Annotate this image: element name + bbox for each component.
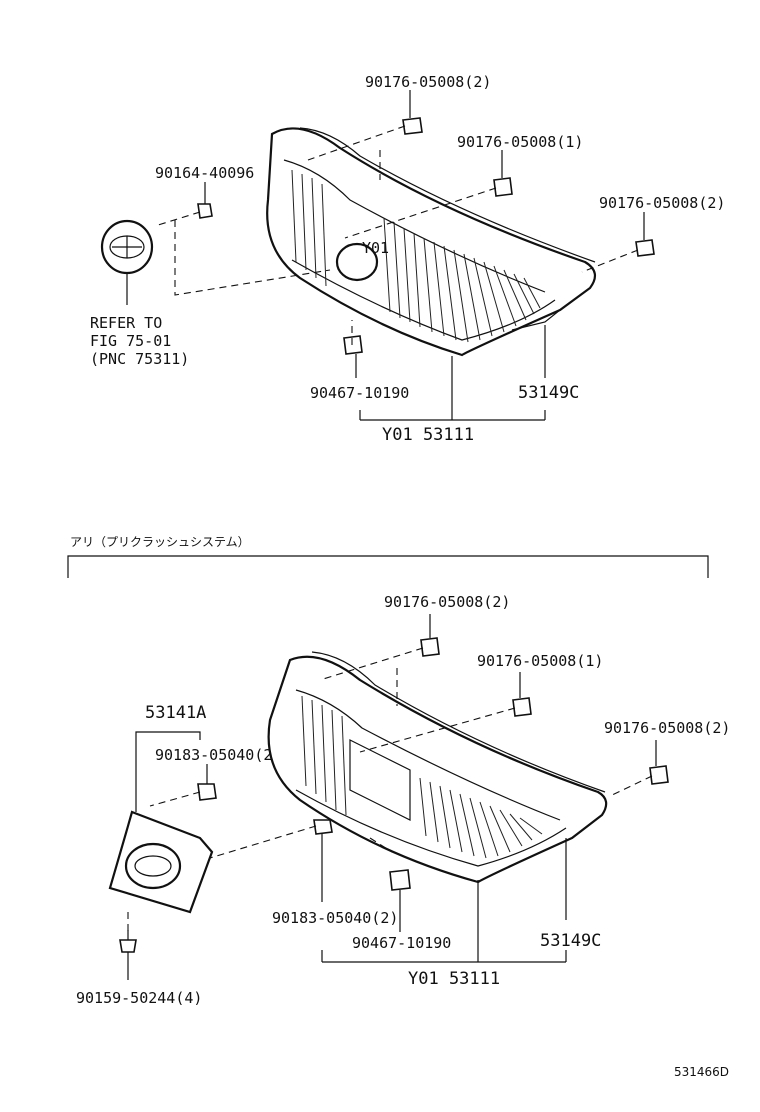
upper-molding-label: 53149C	[518, 383, 579, 403]
clip-icon	[493, 177, 513, 197]
emblem-icon	[100, 219, 154, 275]
upper-screw-label: 90164-40096	[155, 164, 254, 182]
upper-bottom-clip-label: 90467-10190	[310, 384, 409, 402]
grille-slats	[291, 169, 541, 343]
section-header: アリ（プリクラッシュシステム）	[67, 535, 709, 578]
nut-icon	[313, 819, 333, 835]
clip-icon	[649, 765, 669, 785]
clip-icon	[402, 117, 423, 135]
upper-clip-top-label: 90176-05008(2)	[365, 73, 491, 91]
refer-line-1: REFER TO	[90, 314, 162, 332]
upper-clip-right-label: 90176-05008(2)	[599, 194, 725, 212]
lower-bottom-clip-label: 90467-10190	[352, 934, 451, 952]
emblem-code-label: Y01	[362, 239, 389, 257]
screw-icon	[197, 203, 213, 219]
screw-icon	[119, 930, 137, 958]
section-bracket	[67, 555, 709, 578]
bracket-icon	[108, 810, 214, 914]
lower-clip-top-label: 90176-05008(2)	[384, 593, 510, 611]
illustration-code: 531466D	[674, 1065, 729, 1079]
clip-icon	[420, 637, 440, 657]
clip-icon	[635, 239, 655, 257]
upper-grille-label: Y01 53111	[382, 425, 474, 445]
refer-line-2: FIG 75-01	[90, 332, 171, 350]
grille-illustration	[266, 127, 597, 357]
nut-icon	[197, 783, 217, 801]
lower-clip-mid-label: 90176-05008(1)	[477, 652, 603, 670]
upper-assembly: 90176-05008(2) 90176-05008(1) 90176-0500…	[90, 73, 725, 445]
refer-line-3: (PNC 75311)	[90, 350, 189, 368]
lower-nut-lower-label: 90183-05040(2)	[272, 909, 398, 927]
lower-bracket-label: 53141A	[145, 703, 206, 723]
lower-clip-right-label: 90176-05008(2)	[604, 719, 730, 737]
grille-illustration	[267, 651, 608, 884]
lower-nut-upper-label: 90183-05040(2	[155, 746, 272, 764]
clip-icon	[512, 697, 532, 717]
lower-screw-label: 90159-50244(4)	[76, 989, 202, 1007]
bottom-clip-icon	[389, 869, 411, 891]
lower-molding-label: 53149C	[540, 931, 601, 951]
bottom-clip-icon	[343, 335, 363, 355]
lower-grille-label: Y01 53111	[408, 969, 500, 989]
upper-clip-mid-label: 90176-05008(1)	[457, 133, 583, 151]
emblem-ring	[335, 242, 379, 282]
section-title: アリ（プリクラッシュシステム）	[70, 535, 250, 549]
grille-slats	[301, 695, 543, 859]
lower-assembly: 90176-05008(2) 90176-05008(1) 90176-0500…	[76, 593, 730, 1007]
